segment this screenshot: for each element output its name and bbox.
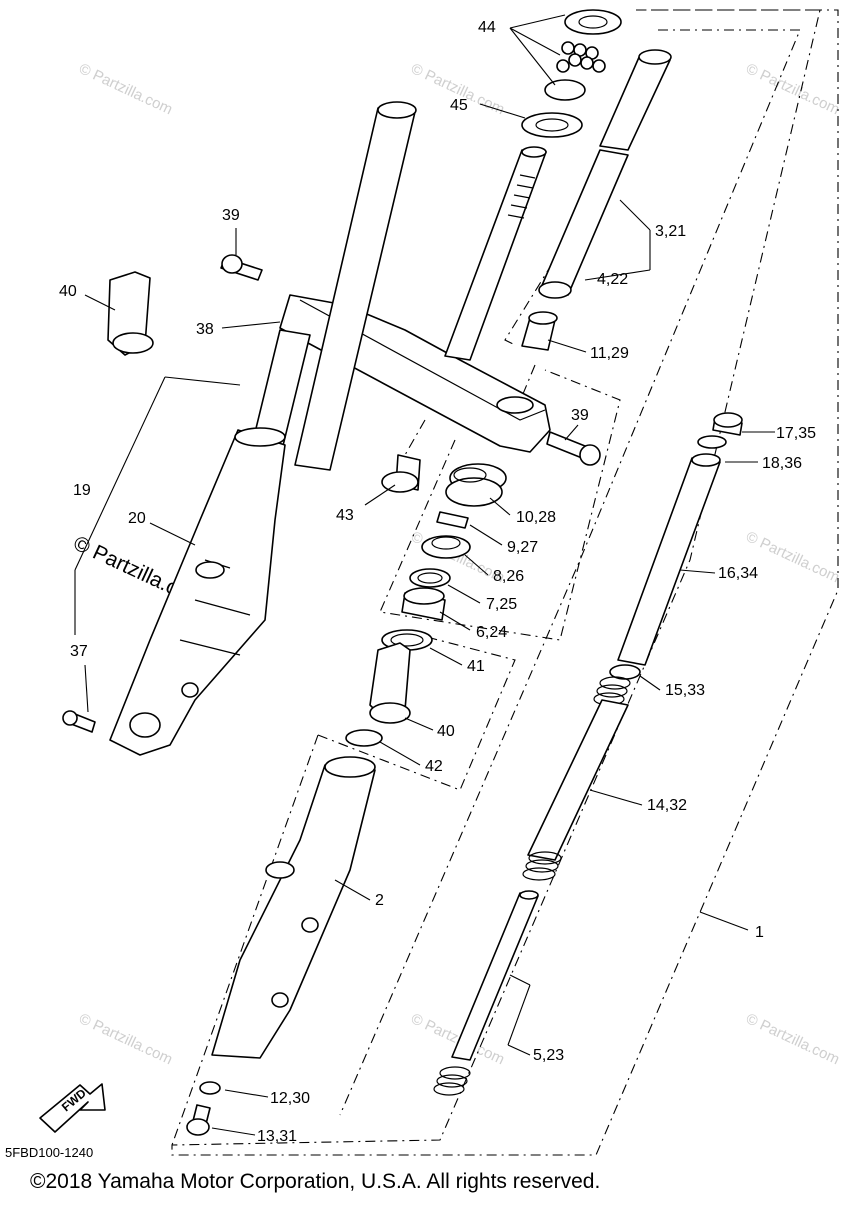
- seal-stack: [401, 463, 507, 621]
- outer-tube-2: [211, 756, 376, 1059]
- callout-labels: 44 45 39 40 38 3,21 4,22 11,29 39 17,35 …: [59, 19, 816, 1145]
- callout-20: 20: [128, 510, 146, 527]
- callout-8-26: 8,26: [493, 568, 524, 585]
- assembly-1-boundary: [171, 9, 839, 1156]
- callout-18-36: 18,36: [762, 455, 802, 472]
- watermark: © Partzilla.com: [743, 1010, 842, 1068]
- callout-7-25: 7,25: [486, 596, 517, 613]
- callout-15-33: 15,33: [665, 682, 705, 699]
- watermark: © Partzilla.com: [76, 60, 175, 118]
- nut-43: [381, 454, 421, 493]
- fork-cover-40-lower: [369, 642, 411, 724]
- watermark: © Partzilla.com: [743, 60, 842, 118]
- watermark: © Partzilla.com: [76, 1010, 175, 1068]
- callout-44: 44: [478, 19, 496, 36]
- callout-16-34: 16,34: [718, 565, 758, 582]
- callout-40-upper: 40: [59, 283, 77, 300]
- bolt-13: [186, 1104, 211, 1136]
- callout-14-32: 14,32: [647, 797, 687, 814]
- callout-42: 42: [425, 758, 443, 775]
- callout-41: 41: [467, 658, 485, 675]
- spring-14: [522, 676, 631, 881]
- assembly-seal-boundary: [379, 369, 621, 641]
- bushing-11: [521, 311, 558, 351]
- bolt-37: [62, 710, 96, 733]
- assembly-1-inner-boundary: [339, 29, 801, 1116]
- ring-41-inner: [390, 633, 424, 647]
- o-ring-18: [697, 435, 727, 449]
- callout-1: 1: [755, 924, 764, 941]
- callout-37: 37: [70, 643, 88, 660]
- callout-38: 38: [196, 321, 214, 338]
- steering-stem: [444, 146, 547, 361]
- bearing-set: [521, 9, 622, 138]
- cap-bolt-17: [712, 412, 743, 436]
- callout-45: 45: [450, 97, 468, 114]
- washer-12: [199, 1081, 221, 1095]
- callout-13-31: 13,31: [257, 1128, 297, 1145]
- callout-43: 43: [336, 507, 354, 524]
- callout-6-24: 6,24: [476, 624, 507, 641]
- outer-tube-left: [109, 427, 286, 756]
- callout-40-lower: 40: [437, 723, 455, 740]
- callout-10-28: 10,28: [516, 509, 556, 526]
- callout-39-upper: 39: [222, 207, 240, 224]
- watermark: © Partzilla.com: [743, 528, 842, 586]
- damper-rod-5: [433, 890, 539, 1096]
- diagram-code: 5FBD100-1240: [5, 1145, 93, 1160]
- bolt-39-upper: [220, 254, 263, 281]
- assembly-2-boundary: [171, 734, 319, 1146]
- forward-arrow-icon: FWD: [39, 1083, 106, 1133]
- callout-19: 19: [73, 482, 91, 499]
- callout-17-35: 17,35: [776, 425, 816, 442]
- leader-lines: [74, 14, 775, 1136]
- fork-cover-40-upper: [107, 271, 154, 356]
- callout-4-22: 4,22: [597, 271, 628, 288]
- axis-line: [404, 419, 426, 456]
- callout-39-right: 39: [571, 407, 589, 424]
- callout-3-21: 3,21: [655, 223, 686, 240]
- callout-12-30: 12,30: [270, 1090, 310, 1107]
- callout-2: 2: [375, 892, 384, 909]
- inner-tube-3: [538, 49, 672, 299]
- assembly-2-boundary-right: [317, 629, 516, 791]
- callout-11-29: 11,29: [590, 345, 629, 362]
- o-ring-42: [345, 729, 383, 747]
- callout-5-23: 5,23: [533, 1047, 564, 1064]
- bolt-39-right: [546, 431, 601, 466]
- spacer-tube-16: [617, 453, 721, 666]
- copyright: ©2018 Yamaha Motor Corporation, U.S.A. A…: [30, 1170, 600, 1193]
- callout-9-27: 9,27: [507, 539, 538, 556]
